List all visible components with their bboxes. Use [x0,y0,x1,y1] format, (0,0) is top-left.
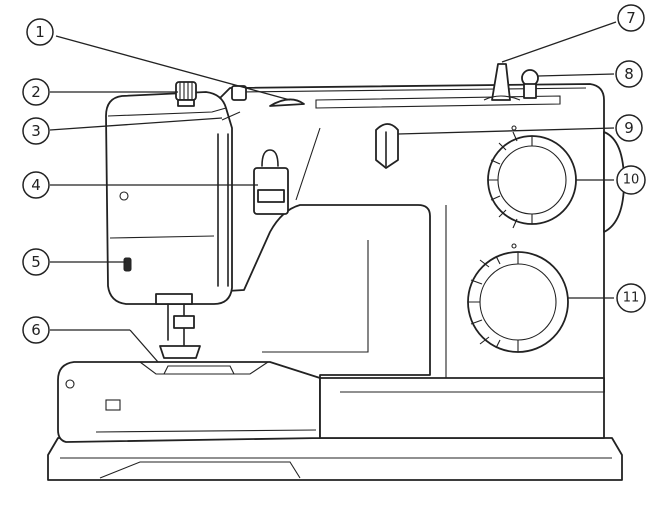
leader-7 [501,21,617,63]
callout-4: 4 [22,171,50,199]
top-controls [175,63,539,169]
callout-1-label: 1 [35,23,45,41]
leader-8 [537,73,615,77]
callout-7: 7 [617,4,645,32]
stitch-length-dial [487,125,577,229]
machine-body [209,83,625,393]
leader-9 [397,127,615,135]
callout-2-label: 2 [31,83,41,101]
callout-7-label: 7 [626,9,636,27]
callout-5-label: 5 [31,253,41,271]
leader-1 [55,35,291,101]
pattern-selector-dial [467,243,569,353]
leader-6b [129,329,159,363]
callout-3: 3 [22,117,50,145]
free-arm-bed [57,361,605,443]
callout-8: 8 [615,60,643,88]
callout-11-label: 11 [623,291,640,306]
needle-assembly [155,293,201,359]
leader-lines [49,21,617,363]
callout-3-label: 3 [31,122,41,140]
callout-6-label: 6 [31,321,41,339]
callout-4-label: 4 [31,176,41,194]
callout-9-label: 9 [624,119,634,137]
callout-8-label: 8 [624,65,634,83]
callout-11: 11 [616,283,646,313]
callout-5: 5 [22,248,50,276]
callout-1: 1 [26,18,54,46]
leader-3 [49,117,223,131]
callout-2: 2 [22,78,50,106]
machine-head [105,91,241,305]
callout-10-label: 10 [623,173,640,188]
machine-base [47,437,623,481]
callout-9: 9 [615,114,643,142]
tension-dial [253,149,289,215]
callout-6: 6 [22,316,50,344]
callout-10: 10 [616,165,646,195]
